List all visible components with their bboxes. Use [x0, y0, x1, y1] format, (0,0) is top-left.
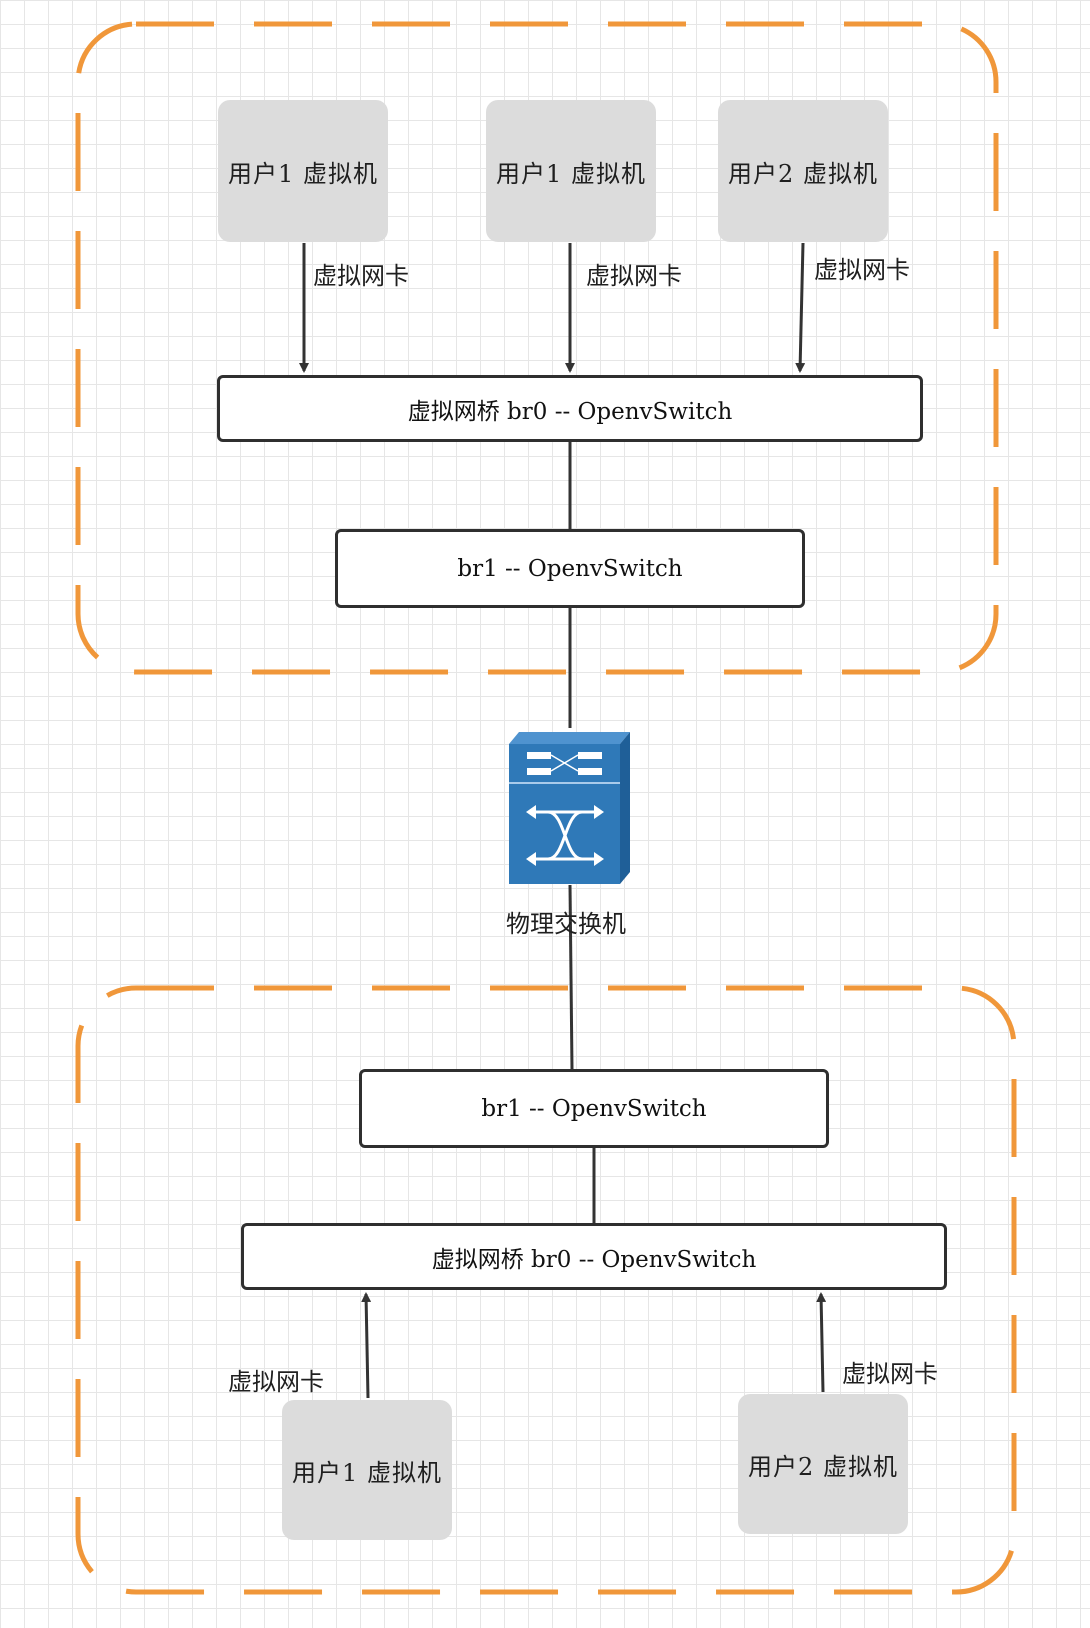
bottom-vm-user1[interactable]: 用户1 虚拟机	[282, 1400, 452, 1540]
bottom-nic-arrow-1	[361, 1292, 372, 1399]
top-nic-label-2: 虚拟网卡	[586, 262, 682, 290]
bottom-bridge-br1[interactable]: br1 -- OpenvSwitch	[359, 1069, 829, 1148]
bottom-nic-label-2: 虚拟网卡	[842, 1360, 938, 1388]
top-nic-arrow-3	[795, 242, 806, 373]
network-switch-icon	[509, 732, 630, 884]
top-cluster-border	[75, 21, 999, 675]
link-switch-br1-bottom	[568, 884, 574, 1070]
bottom-cluster-border	[75, 985, 1017, 1595]
top-vm-user1-a[interactable]: 用户1 虚拟机	[218, 100, 388, 242]
top-nic-label-3: 虚拟网卡	[814, 256, 910, 284]
top-bridge-br0[interactable]: 虚拟网桥 br0 -- OpenvSwitch	[217, 375, 923, 442]
bridge-label: 虚拟网桥 br0 -- OpenvSwitch	[407, 398, 733, 425]
top-bridge-br1[interactable]: br1 -- OpenvSwitch	[335, 529, 805, 608]
vm-label: 用户1 虚拟机	[496, 159, 646, 188]
vm-label: 用户1 虚拟机	[292, 1458, 442, 1487]
top-vm-user1-b[interactable]: 用户1 虚拟机	[486, 100, 656, 242]
bottom-bridge-br0[interactable]: 虚拟网桥 br0 -- OpenvSwitch	[241, 1223, 947, 1290]
vm-label: 用户2 虚拟机	[748, 1452, 898, 1481]
bottom-nic-arrow-2	[816, 1292, 827, 1393]
bridge-label: br1 -- OpenvSwitch	[481, 1095, 707, 1122]
bridge-label: br1 -- OpenvSwitch	[457, 555, 683, 582]
bottom-nic-label-1: 虚拟网卡	[228, 1368, 324, 1396]
top-vm-user2[interactable]: 用户2 虚拟机	[718, 100, 888, 242]
switch-label: 物理交换机	[506, 910, 626, 938]
vm-label: 用户2 虚拟机	[728, 159, 878, 188]
bottom-vm-user2[interactable]: 用户2 虚拟机	[738, 1394, 908, 1534]
top-nic-label-1: 虚拟网卡	[313, 262, 409, 290]
vm-label: 用户1 虚拟机	[228, 159, 378, 188]
bridge-label: 虚拟网桥 br0 -- OpenvSwitch	[431, 1246, 757, 1273]
